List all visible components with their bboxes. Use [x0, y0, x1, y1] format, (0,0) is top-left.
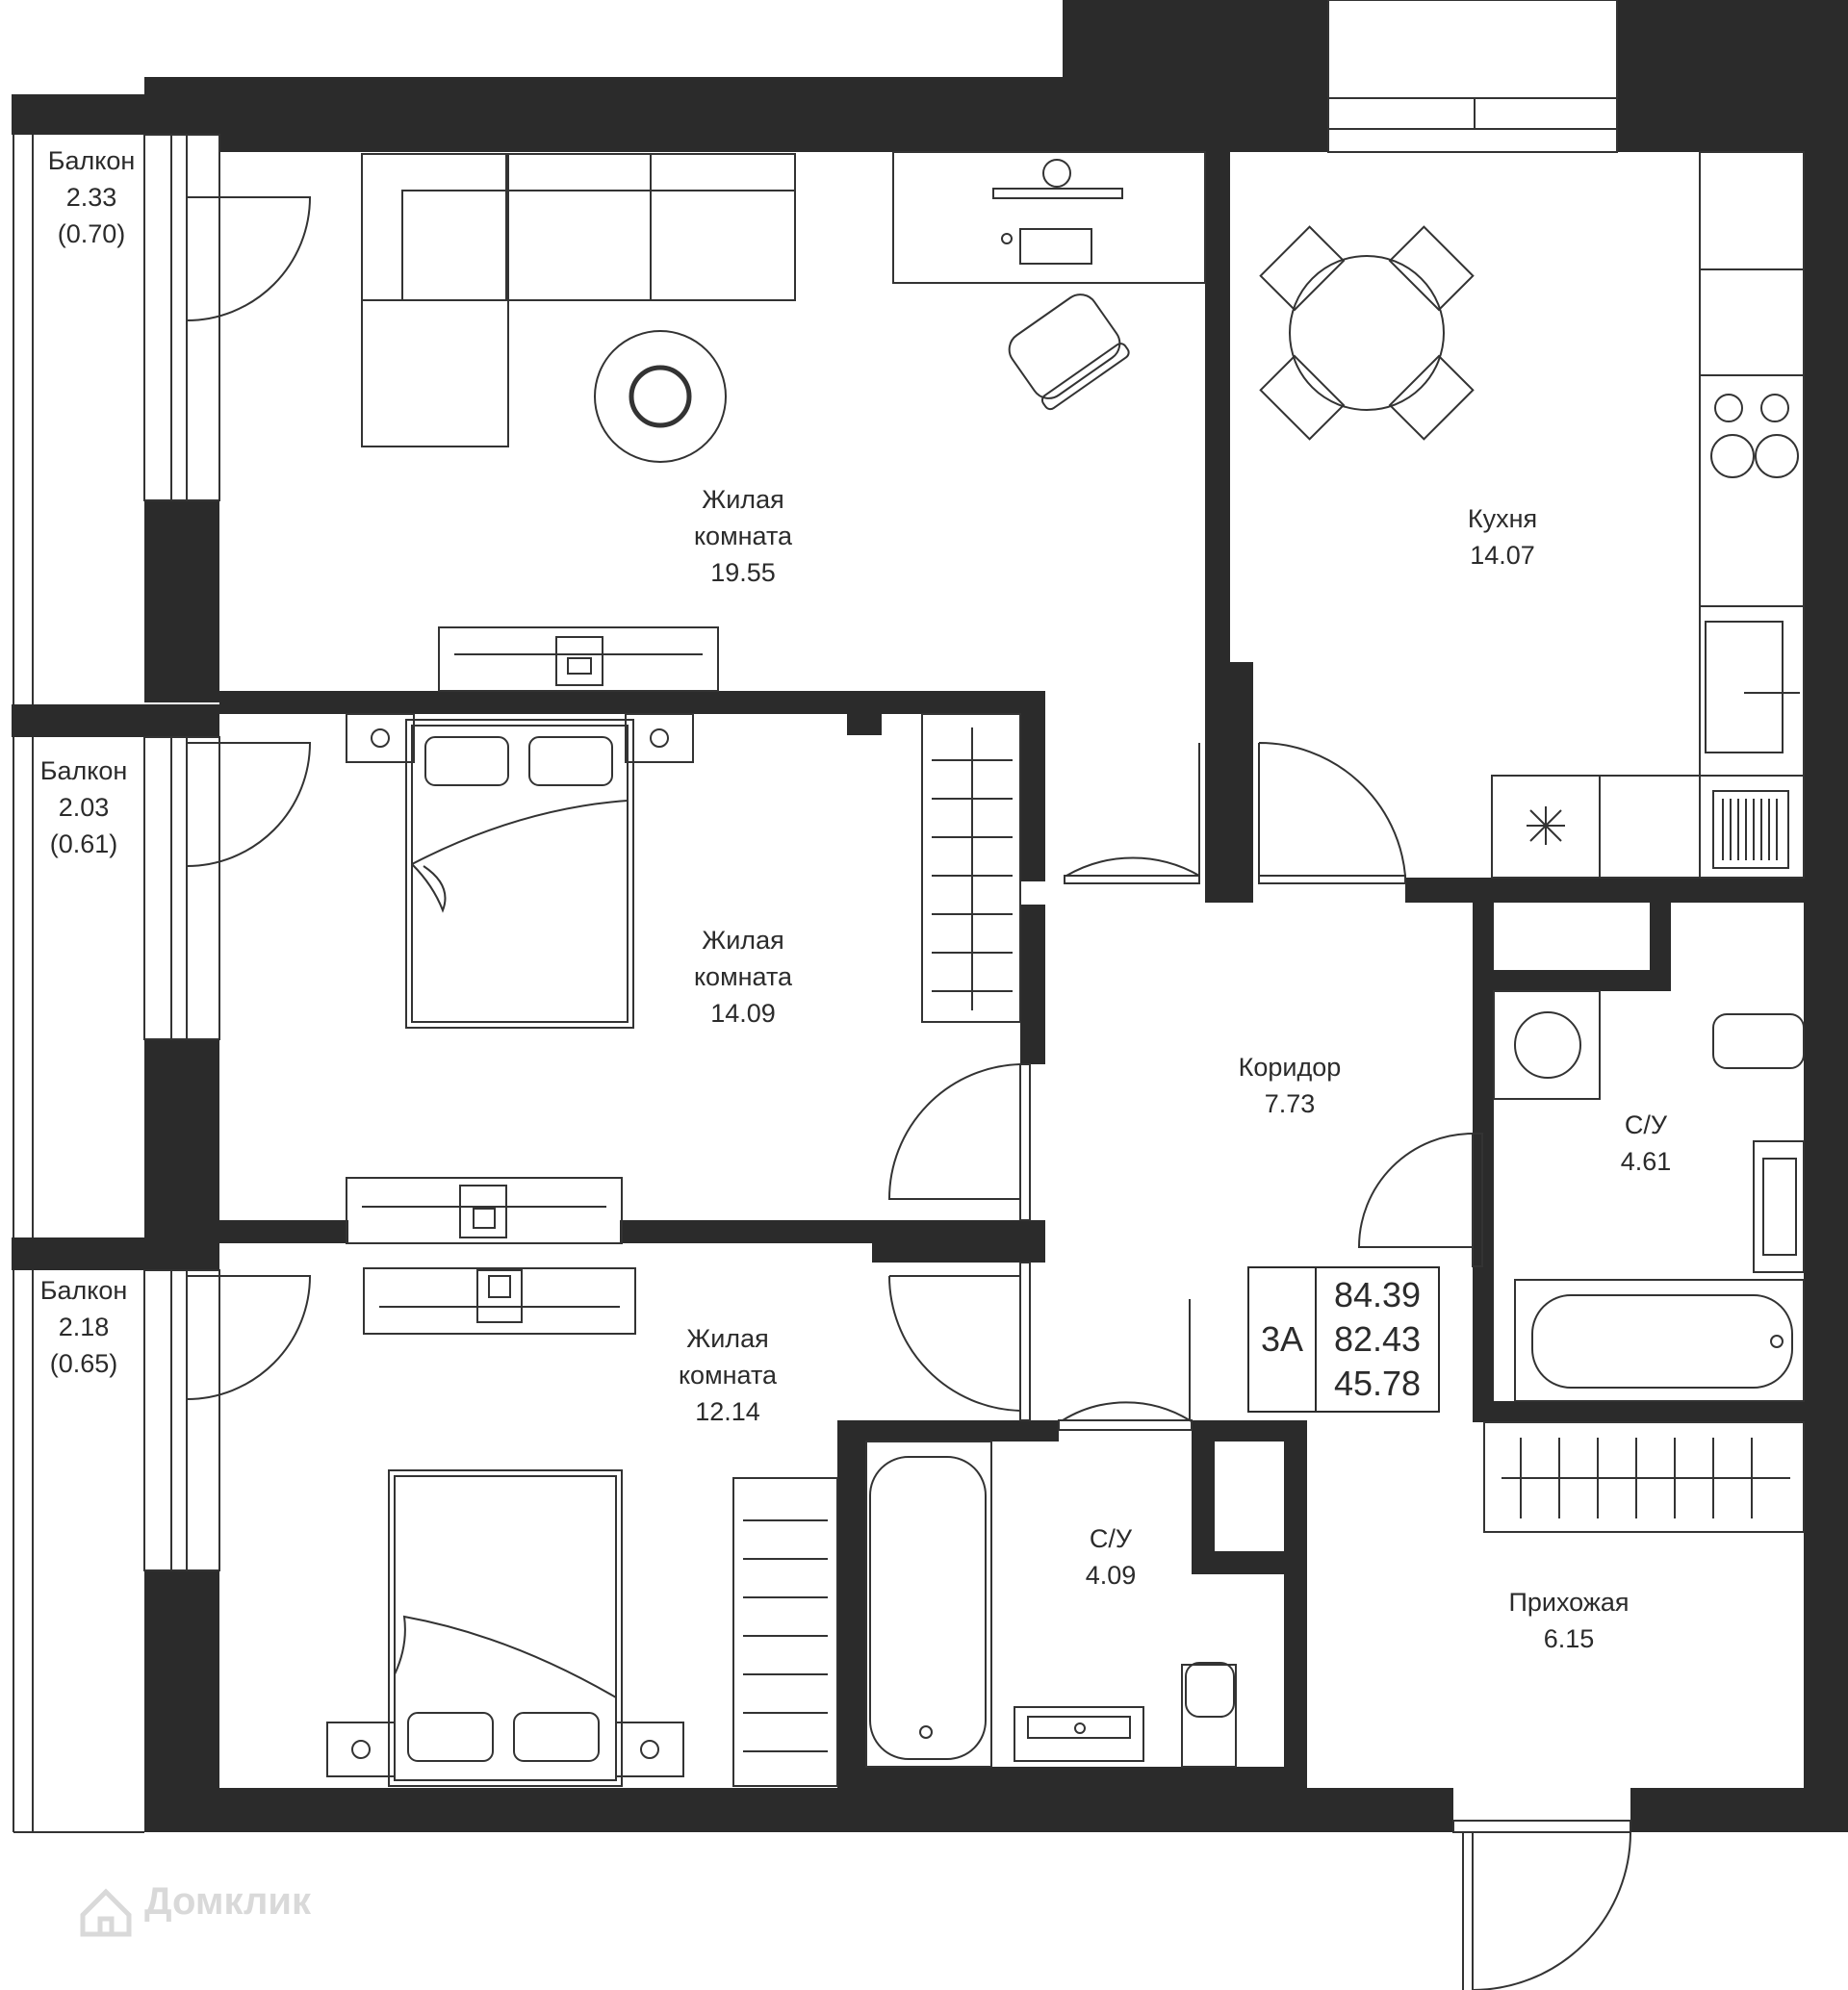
balcony-1-name: Балкон — [47, 146, 136, 175]
living-room-2-name2: комната — [693, 962, 793, 991]
living-room-2-name1: Жилая — [702, 926, 784, 955]
doors — [186, 196, 1631, 1990]
balcony-1-area: 2.33 — [65, 183, 117, 212]
living-area: 45.78 — [1333, 1364, 1422, 1403]
corridor-name: Коридор — [1238, 1053, 1342, 1082]
watermark-house-icon — [80, 1888, 132, 1937]
living-room-1-area: 19.55 — [710, 558, 776, 587]
bathroom-1-area: 4.61 — [1620, 1147, 1672, 1176]
living-room-1-label: Жилая комната 19.55 — [666, 481, 820, 591]
balcony-1-area-sub: (0.70) — [57, 219, 126, 248]
hallway-name: Прихожая — [1508, 1588, 1630, 1617]
corridor-label: Коридор 7.73 — [1213, 1049, 1367, 1122]
living-room-1-name2: комната — [693, 522, 793, 550]
bathroom-2-name: С/У — [1089, 1524, 1133, 1553]
living-room-3-label: Жилая комната 12.14 — [651, 1320, 805, 1430]
watermark-text: Домклик — [144, 1880, 312, 1923]
kitchen-label: Кухня 14.07 — [1440, 500, 1565, 574]
windows — [13, 0, 1618, 1833]
balcony-2-label: Балкон 2.03 (0.61) — [21, 753, 146, 862]
balcony-2-area: 2.03 — [58, 793, 110, 822]
living-room-3-name2: комната — [678, 1361, 778, 1390]
corridor-area: 7.73 — [1264, 1089, 1316, 1118]
hallway-area: 6.15 — [1543, 1624, 1595, 1653]
kitchen-area: 14.07 — [1470, 541, 1535, 570]
hallway-label: Прихожая 6.15 — [1482, 1584, 1656, 1657]
living-room-2-label: Жилая комната 14.09 — [666, 922, 820, 1032]
bathroom-1-label: С/У 4.61 — [1598, 1107, 1694, 1180]
balcony-3-area-sub: (0.65) — [49, 1349, 118, 1378]
total-area: 84.39 — [1333, 1275, 1422, 1314]
kitchen-name: Кухня — [1467, 504, 1538, 533]
balcony-3-name: Балкон — [39, 1276, 128, 1305]
apartment-areas: 84.39 82.43 45.78 — [1317, 1268, 1438, 1411]
furniture — [326, 151, 1805, 1787]
living-room-2-area: 14.09 — [710, 999, 776, 1028]
balcony-2-area-sub: (0.61) — [49, 829, 118, 858]
watermark: Домклик — [144, 1880, 311, 1924]
living-room-3-area: 12.14 — [695, 1397, 760, 1426]
bathroom-1-name: С/У — [1624, 1110, 1668, 1139]
balcony-2-name: Балкон — [39, 756, 128, 785]
area-without-balcony: 82.43 — [1333, 1319, 1422, 1359]
balcony-1-label: Балкон 2.33 (0.70) — [29, 142, 154, 252]
balcony-3-area: 2.18 — [58, 1313, 110, 1341]
apartment-type: 3А — [1249, 1268, 1317, 1411]
living-room-1-name1: Жилая — [702, 485, 784, 514]
walls — [12, 0, 1848, 1832]
balcony-3-label: Балкон 2.18 (0.65) — [21, 1272, 146, 1382]
bathroom-2-label: С/У 4.09 — [1063, 1520, 1159, 1594]
living-room-3-name1: Жилая — [686, 1324, 769, 1353]
apartment-summary-box: 3А 84.39 82.43 45.78 — [1247, 1266, 1440, 1413]
bathroom-2-area: 4.09 — [1085, 1561, 1137, 1590]
